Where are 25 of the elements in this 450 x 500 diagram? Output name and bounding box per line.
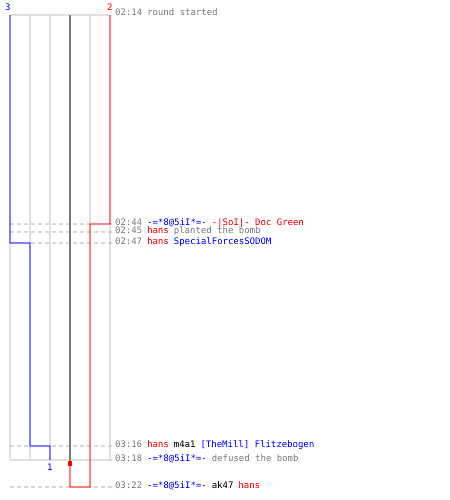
- player-name: hans: [238, 481, 260, 491]
- event-text: round started: [147, 8, 218, 18]
- team-number: 3: [5, 3, 10, 13]
- weapon-name: ak47: [212, 481, 234, 491]
- player-name: -|SoI|- Doc Green: [212, 218, 304, 228]
- player-name: SpecialForcesSODOM: [174, 237, 272, 247]
- player-name: hans: [147, 226, 169, 236]
- team-number: 2: [107, 3, 112, 13]
- timestamp: 03:22: [115, 481, 142, 491]
- timestamp: 02:45: [115, 226, 142, 236]
- timestamp: 02:44: [115, 218, 142, 228]
- player-name: [TheMill] Flitzebogen: [200, 440, 314, 450]
- timestamp: 03:16: [115, 440, 142, 450]
- player-name: hans: [147, 440, 169, 450]
- timestamp: 02:47: [115, 237, 142, 247]
- player-name: hans: [147, 237, 169, 247]
- weapon-name: m4a1: [174, 440, 196, 450]
- player-name: -=*8@5iI*=-: [147, 454, 207, 464]
- player-name: -=*8@5iI*=-: [147, 218, 207, 228]
- event-text: planted the bomb: [174, 226, 260, 236]
- timestamp: 02:14: [115, 8, 142, 18]
- event-text: defused the bomb: [212, 454, 298, 464]
- player-name: -=*8@5iI*=-: [147, 481, 207, 491]
- timestamp: 03:18: [115, 454, 142, 464]
- team-number: 1: [47, 463, 52, 473]
